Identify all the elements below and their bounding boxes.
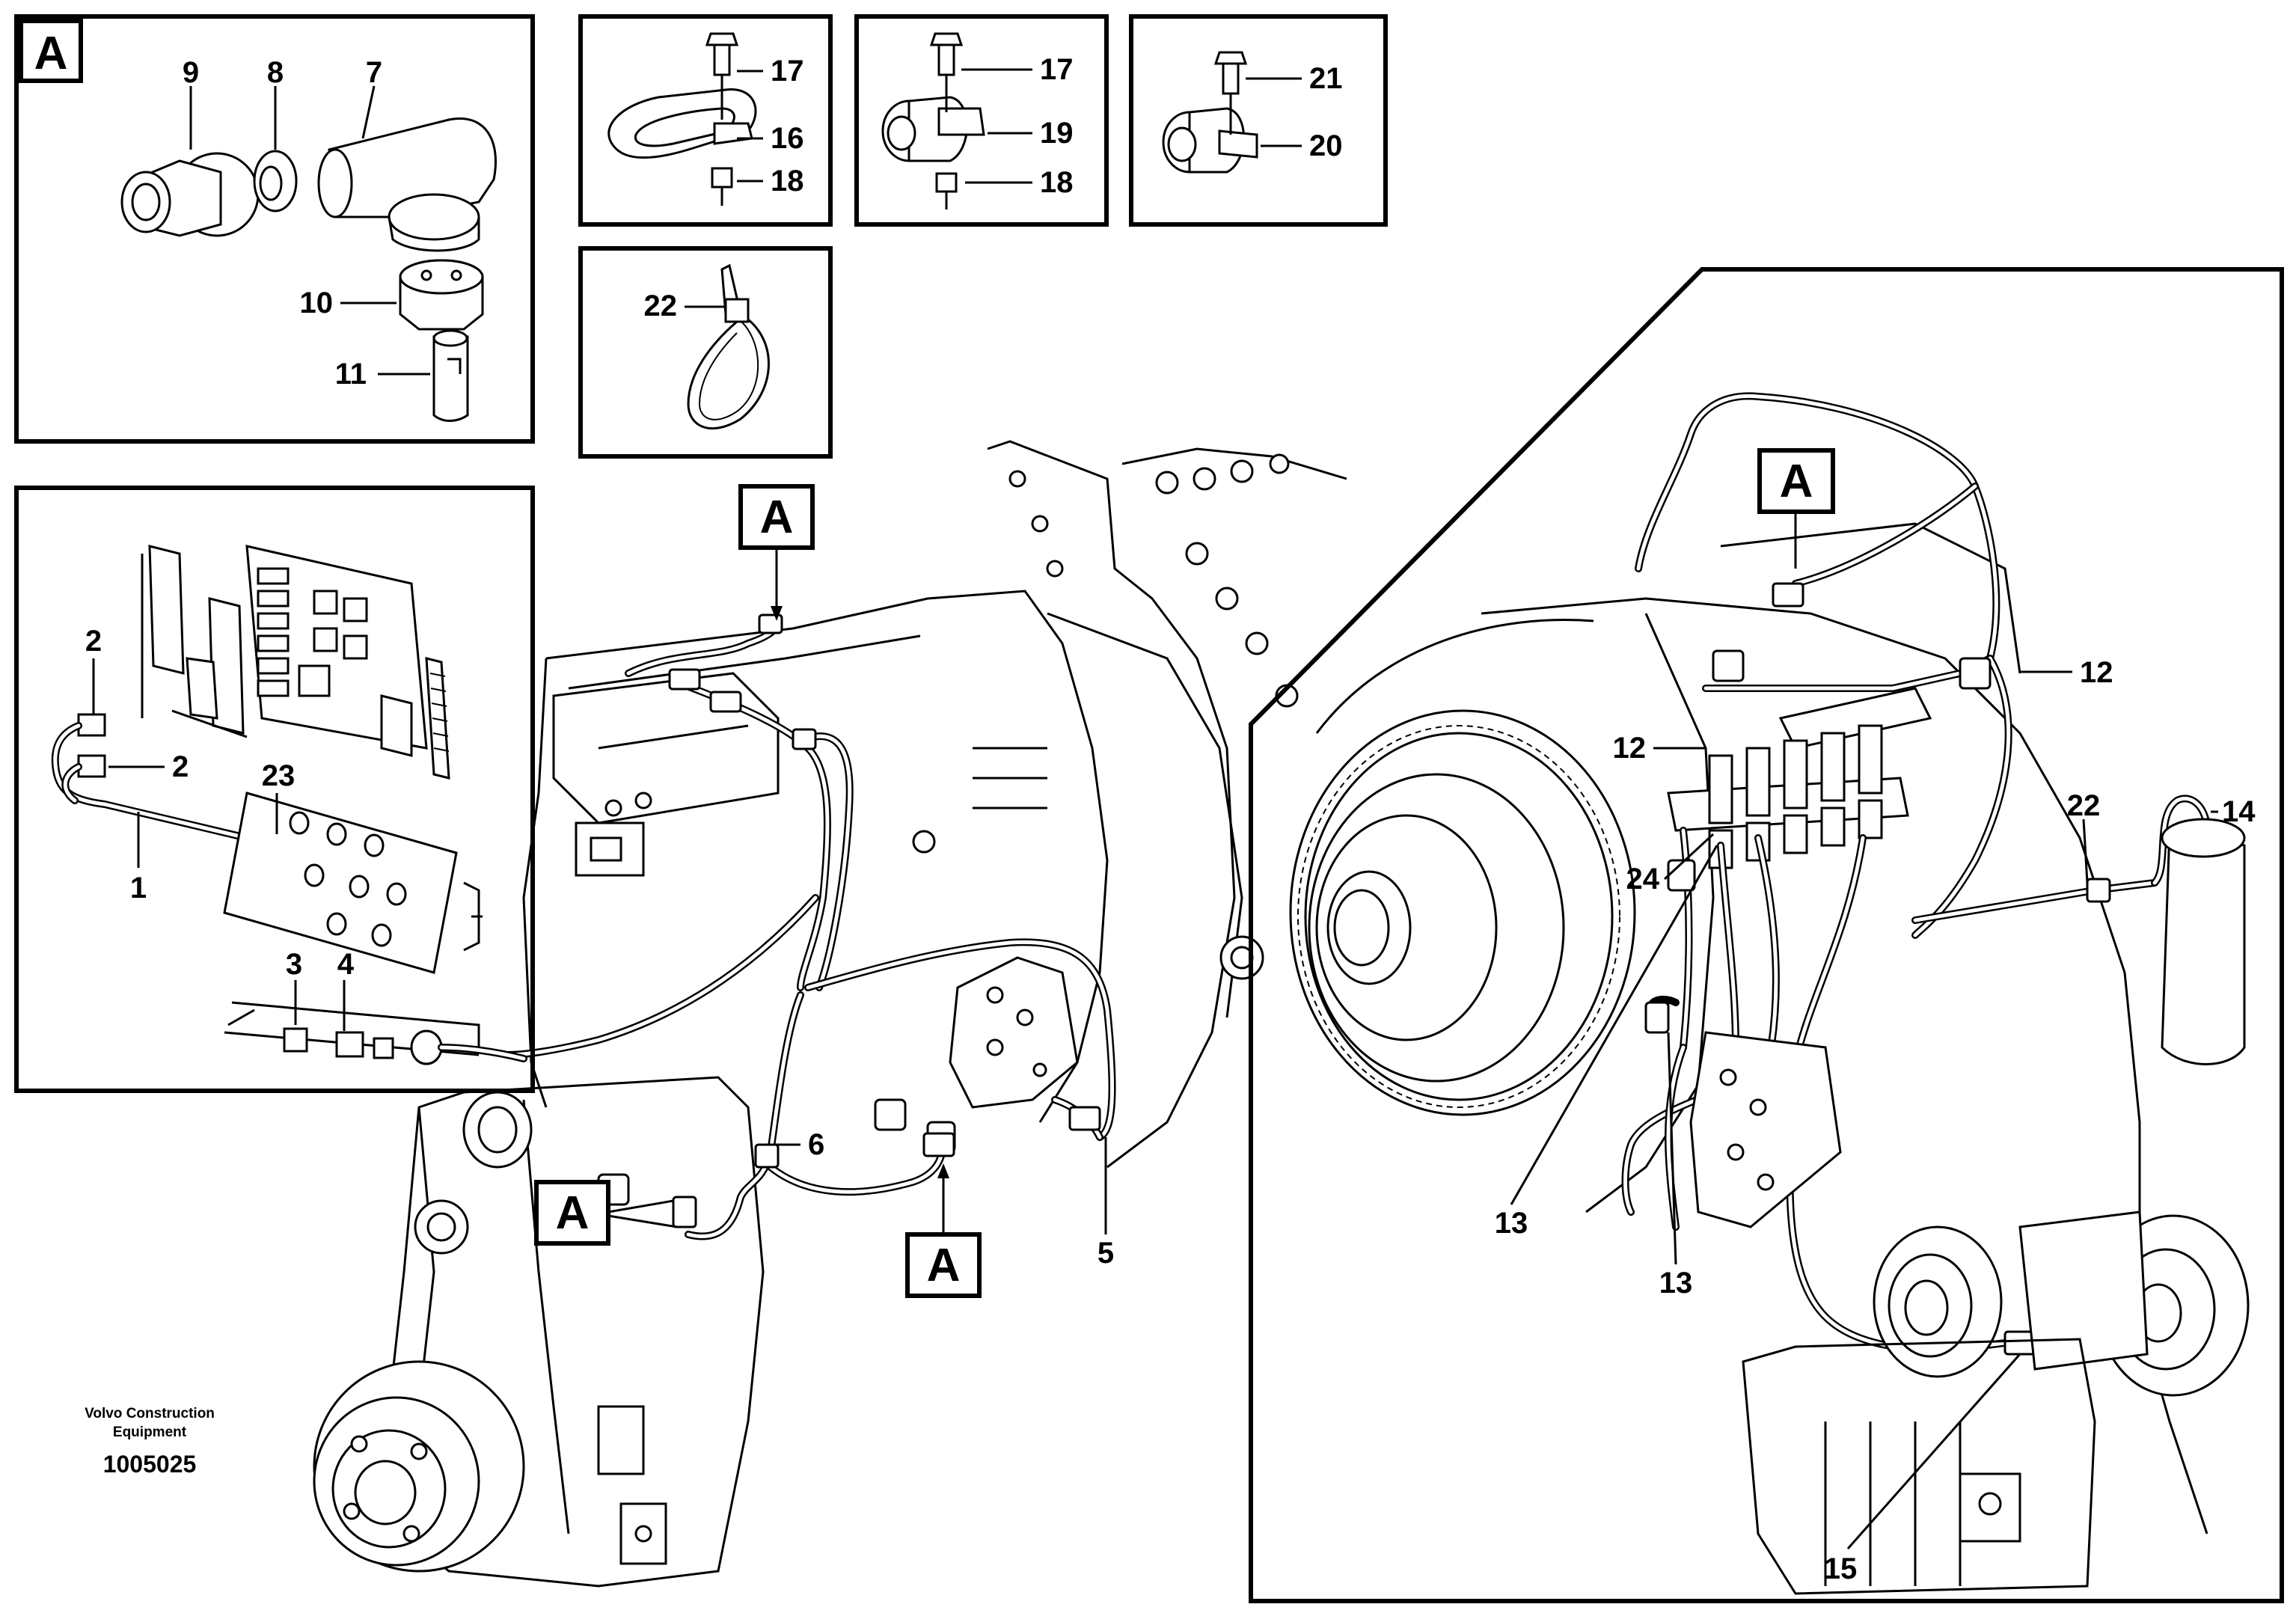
label-13b: 13 [1659,1267,1693,1300]
label-10: 10 [300,287,334,319]
box-cable-tie-22: 22 [578,246,833,459]
label-9: 9 [183,56,199,89]
label-3: 3 [286,948,302,981]
label-14: 14 [2222,795,2256,828]
wire-harness-main [505,613,1116,1240]
part-9-splined-nut [120,152,260,237]
callout-a-bottom: A [905,1163,982,1298]
ring-gear [1289,709,1636,1116]
label-22b: 22 [2067,789,2101,822]
part-10-plug [399,259,484,331]
label-12a: 12 [2080,656,2113,689]
credit-line-2: Equipment [113,1424,187,1440]
label-18b: 18 [1040,166,1074,199]
box-clamp-20: 21 20 [1129,14,1388,227]
label-5: 5 [1098,1237,1114,1270]
gasket-bolt-holes [1008,453,1299,708]
label-15: 15 [1824,1552,1858,1585]
box-clamp-19: 17 19 18 [854,14,1109,227]
right-a-tag: A [1780,456,1813,507]
right-detail-view: A 12 12 24 22 14 13 13 15 [1249,267,2284,1603]
label-16: 16 [771,122,804,155]
label-12b: 12 [1613,732,1647,765]
label-22a: 22 [644,290,678,322]
inset-a-box: A [14,14,535,444]
fuse-slots [257,567,368,697]
label-8: 8 [267,56,284,89]
callout-a-top: A [738,484,815,621]
document-number: 1005025 [103,1451,197,1478]
part-7-elbow [317,117,497,252]
output-flange [313,1360,525,1573]
label-19: 19 [1040,117,1074,150]
label-13a: 13 [1495,1207,1528,1240]
credit-line-1: Volvo Construction [85,1406,215,1421]
part-8-washer [253,150,298,212]
label-11: 11 [335,358,367,391]
label-1: 1 [130,872,147,905]
label-18a: 18 [771,165,804,198]
label-6: 6 [808,1128,824,1161]
right-a-tag-box [1757,448,1835,514]
output-flanges-right [1873,1211,2250,1397]
part-11-sleeve [432,329,469,422]
callout-a-left: A [534,1180,678,1246]
inset-a-tag-box [19,19,83,83]
box-clamp-16: 17 16 18 [578,14,833,227]
label-21: 21 [1309,62,1343,95]
box-connector-detail: 2 2 23 1 3 4 [14,486,535,1093]
label-7: 7 [366,56,382,89]
callout-a-bottom-label: A [927,1240,961,1291]
label-24: 24 [1626,863,1660,896]
credit-block: Volvo Construction Equipment 1005025 [85,1406,215,1478]
label-20: 20 [1309,129,1343,162]
callout-a-top-label: A [760,492,794,543]
label-17a: 17 [771,55,804,88]
plate-holes [289,811,407,947]
callout-a-left-label: A [556,1187,590,1239]
inset-a-tag: A [34,28,68,79]
label-4: 4 [337,948,355,981]
wire-harness-right [1621,392,2211,1356]
label-2a: 2 [85,625,102,658]
label-23: 23 [262,759,296,792]
main-transmission-drawing [313,440,1347,1588]
oil-filter [2161,818,2246,1065]
label-2b: 2 [172,750,189,783]
solenoid-block [1667,687,1932,869]
label-17b: 17 [1040,53,1074,86]
